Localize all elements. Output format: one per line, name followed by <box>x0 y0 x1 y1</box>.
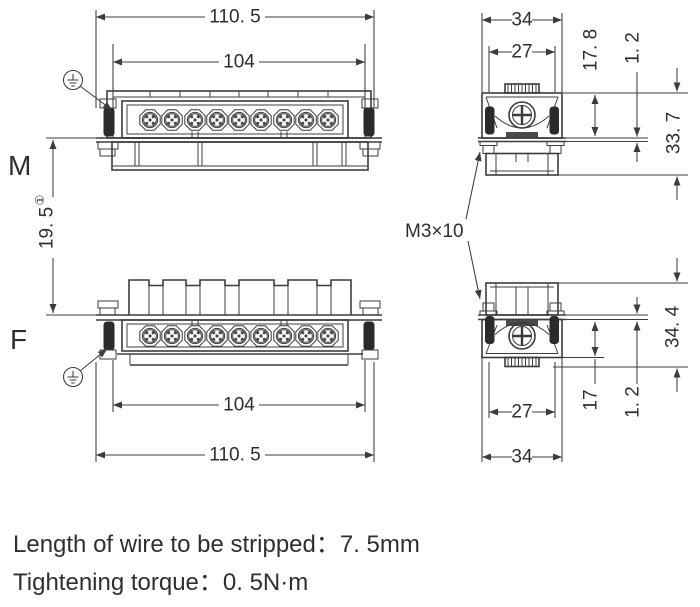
dim-male-side-flange: 1. 2 <box>623 32 644 64</box>
contact-socket <box>317 325 339 347</box>
contact-socket <box>228 325 250 347</box>
dim-male-side-total: 33. 7 <box>664 112 685 154</box>
contact-pin <box>139 109 161 131</box>
male-right-clip <box>359 98 381 157</box>
female-right-clip <box>359 300 381 360</box>
earth-ground-icon <box>62 366 84 388</box>
dim-male-side-overall: 34 <box>511 10 533 31</box>
female-side-view <box>478 282 648 368</box>
dim-male-side-height: 17. 8 <box>581 29 602 71</box>
dim-male-side-insert: 27 <box>511 42 532 63</box>
note-wire-strip: Length of wire to be stripped：7. 5mm <box>13 531 420 558</box>
label-screw-spec: M3×10 <box>405 221 464 242</box>
male-side-view <box>478 83 648 176</box>
contact-pin <box>184 109 206 131</box>
contact-socket <box>273 325 295 347</box>
female-left-clip <box>97 300 119 360</box>
contact-pin <box>295 109 317 131</box>
contact-pin <box>250 109 272 131</box>
dim-panel-gap: 19. 5 <box>37 207 58 249</box>
female-center-screw <box>508 322 536 350</box>
ground-symbol-male <box>62 69 113 111</box>
screw-spec-callout: M3×10 <box>405 151 482 300</box>
contact-pin <box>206 109 228 131</box>
male-front-view <box>96 90 382 171</box>
ground-symbol-female <box>62 348 108 388</box>
contact-pin <box>228 109 250 131</box>
contact-socket <box>139 325 161 347</box>
female-contact-row <box>139 325 339 347</box>
female-front-view <box>96 279 382 366</box>
dim-female-side-insert: 27 <box>511 402 532 423</box>
dimensions-layer: 110. 5 104 104 110. 5 19. 5 ① 34 <box>33 7 688 468</box>
dim-female-side-overall: 34 <box>511 447 533 468</box>
dim-female-front-insert: 104 <box>223 395 255 416</box>
dim-male-front-insert: 104 <box>223 52 255 73</box>
contact-socket <box>250 325 272 347</box>
contact-socket <box>295 325 317 347</box>
label-male-view: M <box>8 150 31 181</box>
contact-socket <box>206 325 228 347</box>
male-panel-screws <box>479 141 565 154</box>
male-contact-row <box>139 109 339 131</box>
female-panel-screws <box>479 302 565 316</box>
dim-female-front-overall: 110. 5 <box>209 445 260 466</box>
drawing-canvas: 110. 5 104 104 110. 5 19. 5 ① 34 <box>8 7 688 468</box>
dim-female-side-total: 34. 4 <box>663 305 684 348</box>
male-center-screw <box>508 101 536 129</box>
label-female-view: F <box>10 324 27 355</box>
dim-female-side-height: 17 <box>581 389 602 410</box>
dim-male-front-overall: 110. 5 <box>209 7 260 28</box>
dim-panel-gap-note: ① <box>33 195 47 206</box>
contact-pin <box>273 109 295 131</box>
contact-pin <box>161 109 183 131</box>
contact-pin <box>317 109 339 131</box>
dim-female-side-flange: 1. 2 <box>623 386 644 418</box>
note-torque: Tightening torque：0. 5N·m <box>13 569 309 596</box>
contact-socket <box>184 325 206 347</box>
earth-ground-icon <box>62 69 84 91</box>
contact-socket <box>161 325 183 347</box>
